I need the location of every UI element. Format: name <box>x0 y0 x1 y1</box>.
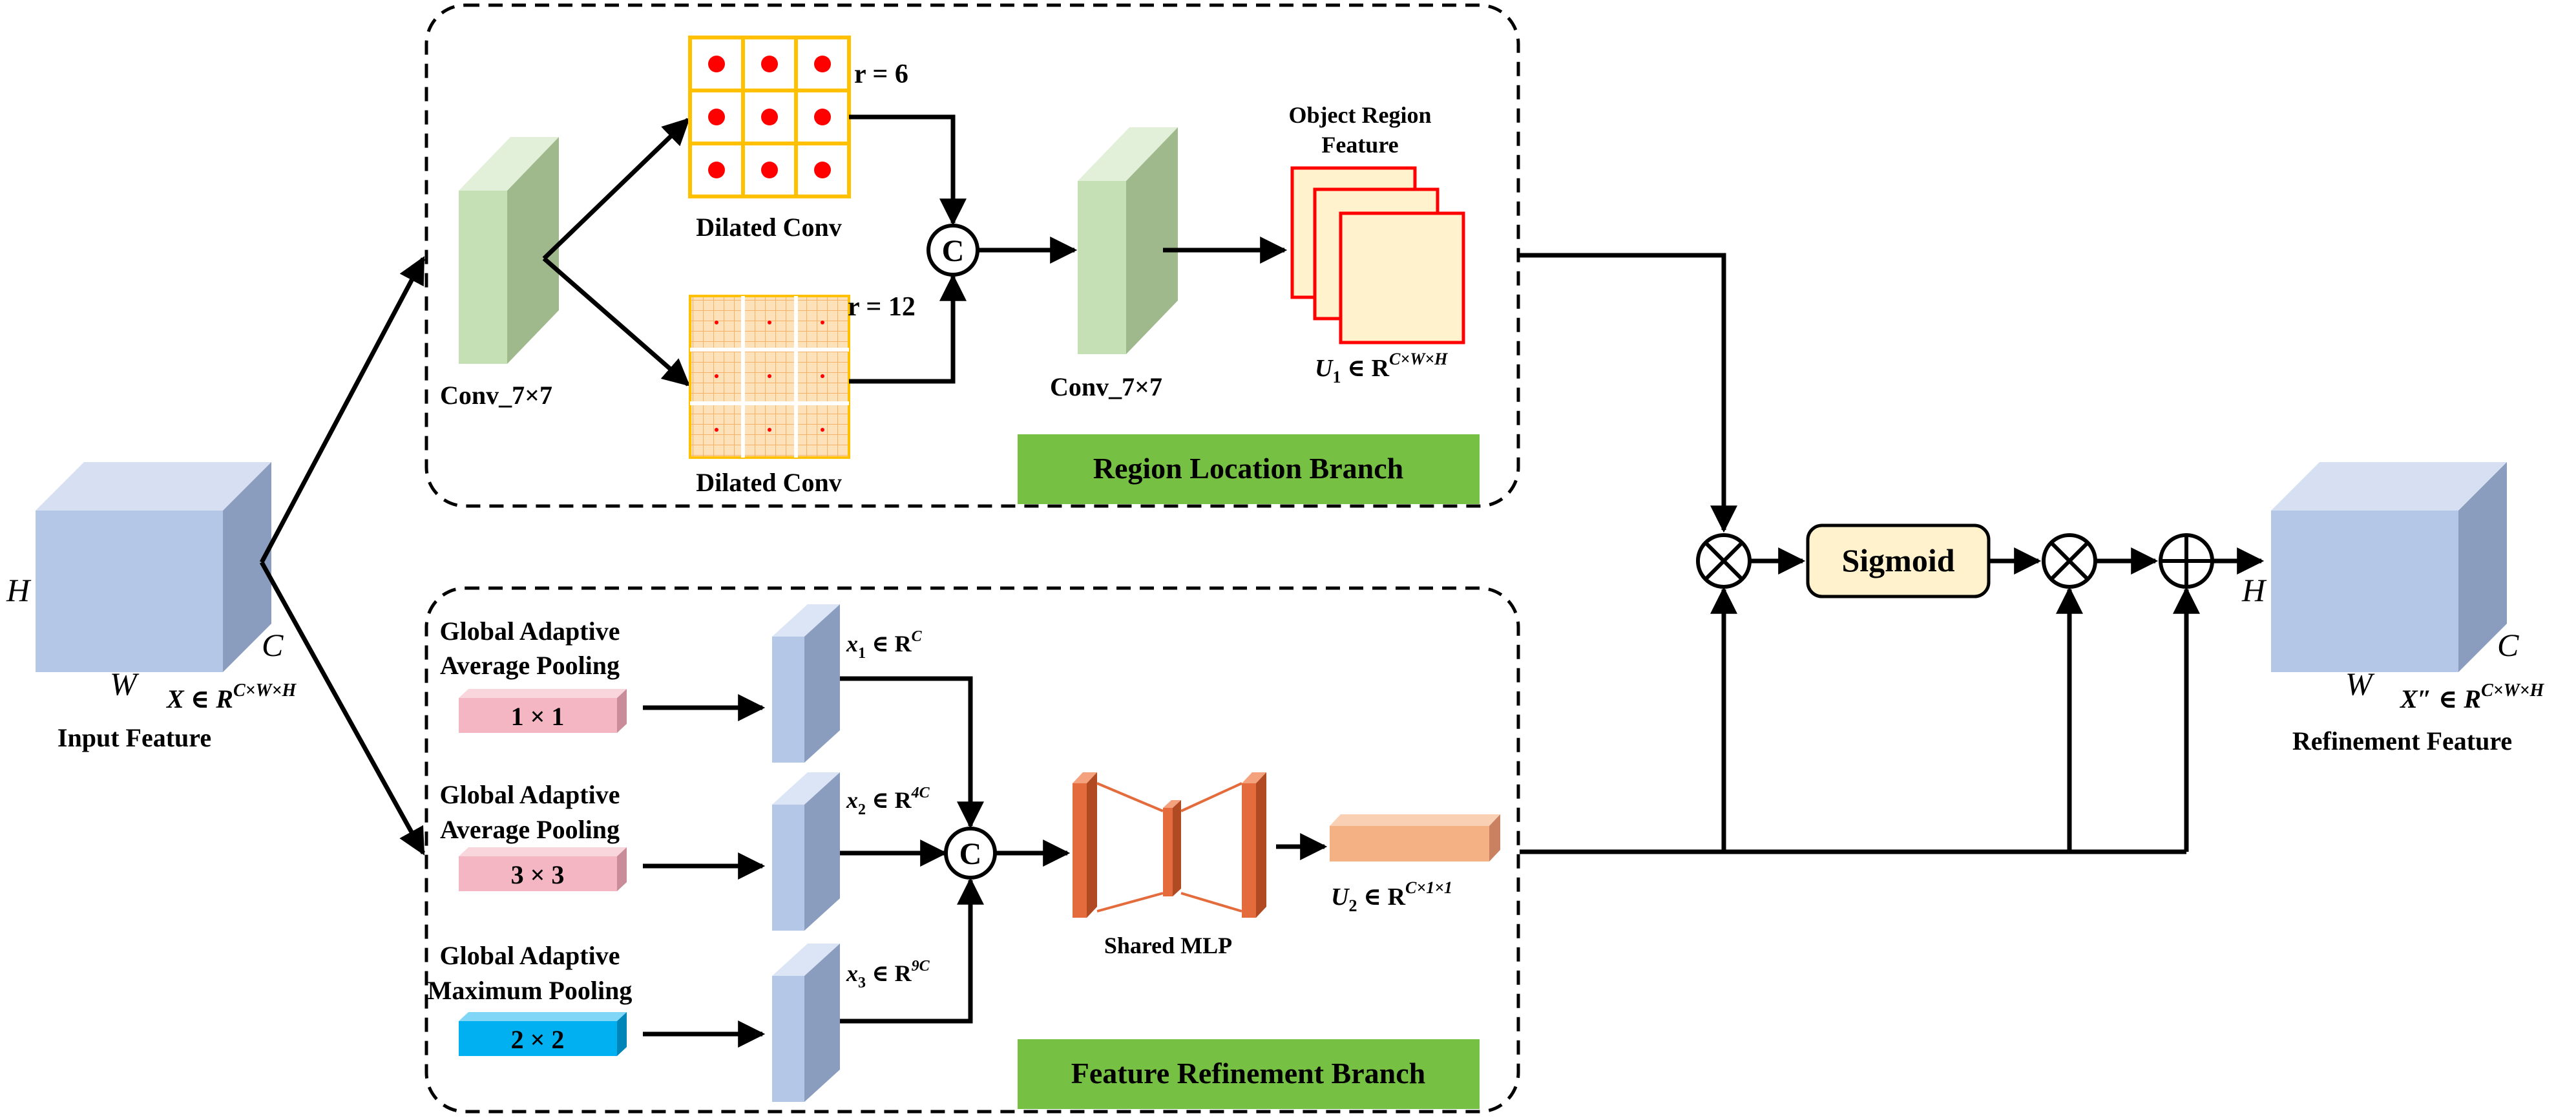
object-region-feature-stack <box>1290 166 1465 344</box>
refinement-branch-title: Feature Refinement Branch <box>1071 1057 1425 1090</box>
arrow-dilated-bottom-to-concat <box>849 273 967 384</box>
pool3-size: 2 × 2 <box>511 1025 565 1054</box>
u1-formula: U1 ∈ RC×W×H <box>1315 350 1448 386</box>
arrow-x1-to-concat <box>840 676 984 829</box>
region-branch-title: Region Location Branch <box>1093 452 1403 485</box>
output-formula: X″ ∈ RC×W×H <box>2399 681 2545 713</box>
sigmoid-label: Sigmoid <box>1841 542 1954 578</box>
x2-slab <box>772 772 840 931</box>
dilated-conv-top-grid <box>688 36 851 198</box>
pool1-title-line1: Global Adaptive <box>440 617 620 646</box>
pool2-block <box>459 847 627 891</box>
rate-bottom: r = 12 <box>848 292 916 322</box>
x1-formula: x1 ∈ RC <box>846 628 923 662</box>
arrow-input-to-refine <box>259 561 426 856</box>
output-dim-h: H <box>2241 572 2267 608</box>
multiply-node-1 <box>1696 533 1752 589</box>
multiply-node-2 <box>2042 533 2097 589</box>
input-feature-label: Input Feature <box>58 723 211 752</box>
pool1-title-line2: Average Pooling <box>440 651 620 680</box>
x1-slab <box>772 604 840 763</box>
region-concat-symbol: C <box>942 234 965 268</box>
input-dim-w: W <box>110 666 140 702</box>
arrow-conv1-to-dilated-bottom <box>542 257 691 386</box>
output-feature-cube <box>2271 462 2507 672</box>
pool2-title-line1: Global Adaptive <box>440 780 620 809</box>
u2-bar <box>1330 814 1500 861</box>
arrow-x3-to-concat <box>840 877 984 1024</box>
dilated-conv-bottom-grid <box>689 295 850 459</box>
conv1-slab <box>459 137 559 364</box>
region-branch-banner <box>1018 434 1480 504</box>
region-branch-box <box>424 3 1520 508</box>
input-dim-h: H <box>6 572 32 608</box>
output-dim-c: C <box>2497 627 2519 663</box>
x2-formula: x2 ∈ R4C <box>846 785 930 818</box>
add-node <box>2159 533 2214 589</box>
arrow-input-to-region <box>259 256 426 564</box>
shared-mlp-label: Shared MLP <box>1104 933 1232 958</box>
pool2-size: 3 × 3 <box>511 860 565 889</box>
rate-top: r = 6 <box>854 59 908 89</box>
arrow-conv1-to-dilated-top <box>542 118 691 260</box>
shared-mlp <box>1073 772 1266 918</box>
object-region-title-line2: Feature <box>1321 132 1398 158</box>
input-dim-c: C <box>262 627 284 663</box>
pool2-title-line2: Average Pooling <box>440 815 620 844</box>
input-feature-cube <box>36 462 271 672</box>
u2-formula: U2 ∈ RC×1×1 <box>1331 878 1452 915</box>
conv2-slab <box>1078 127 1178 354</box>
input-formula: X ∈ RC×W×H <box>165 681 297 713</box>
conv1-label: Conv_7×7 <box>440 381 552 410</box>
dilated-conv-bottom-label: Dilated Conv <box>696 468 842 497</box>
object-region-title-line1: Object Region <box>1289 102 1432 128</box>
pool3-block <box>459 1012 627 1056</box>
output-dim-w: W <box>2345 666 2375 702</box>
pool1-size: 1 × 1 <box>511 702 565 731</box>
refinement-branch-banner <box>1018 1039 1480 1109</box>
arrow-dilated-top-to-concat <box>849 114 967 226</box>
pool3-title-line2: Maximum Pooling <box>428 976 633 1005</box>
conv2-label: Conv_7×7 <box>1050 372 1162 401</box>
output-feature-label: Refinement Feature <box>2292 726 2512 755</box>
x3-slab <box>772 944 840 1102</box>
pool1-block <box>459 689 627 733</box>
path-u1-to-multiply1 <box>1520 253 1737 533</box>
pool3-title-line1: Global Adaptive <box>440 941 620 970</box>
x3-formula: x3 ∈ R9C <box>846 958 930 991</box>
refine-concat-symbol: C <box>959 837 982 871</box>
dilated-conv-top-label: Dilated Conv <box>696 213 842 242</box>
